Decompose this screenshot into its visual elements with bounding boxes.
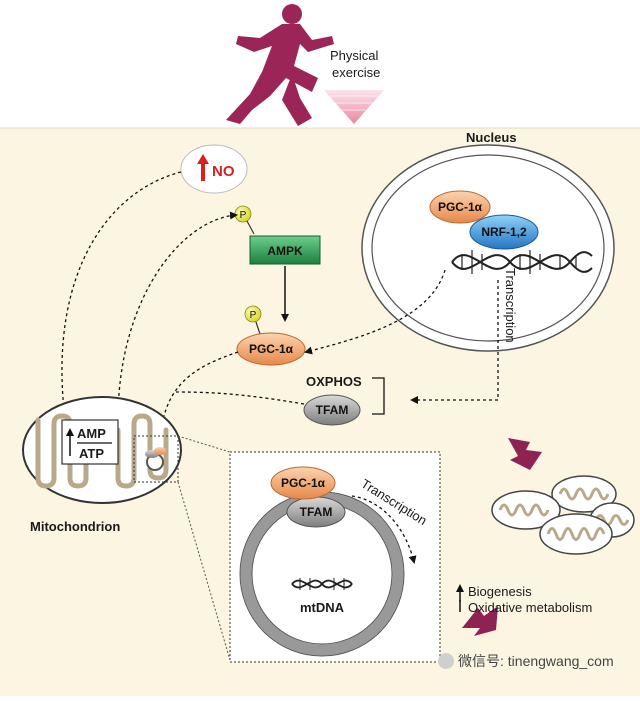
mitochondrion-label: Mitochondrion [30,519,120,534]
runner-icon [226,4,334,126]
signaling-pathways [59,171,499,427]
nucleus-label: Nucleus [466,130,517,145]
accent-arrow-top [508,438,542,470]
pgc1a-cytoplasm-label: PGC-1α [249,342,294,356]
watermark-text: 微信号: tinengwang_com [458,653,614,669]
physical-exercise-label-1: Physical [330,48,379,63]
pgc1a-phosphate-label: P [250,310,257,321]
pgc1a-nucleus-molecule [429,190,491,224]
amp-label: AMP [77,426,106,441]
down-chevron-icon [324,90,384,124]
nucleus-inner-membrane [371,154,605,342]
no-label: NO [212,163,235,180]
ampk-phosphate-label: P [240,210,247,221]
nucleus-transcription-label: Transcription [503,268,518,343]
tfam-molecule [303,394,361,426]
accent-arrow-bottom [462,606,498,636]
pgc1a-nucleus-label: PGC-1α [438,200,483,214]
ampk-label: AMPK [267,244,303,258]
tfam-label: TFAM [316,403,349,417]
oxidative-metabolism-label: Oxidative metabolism [468,600,592,615]
up-arrow-icon [197,154,209,181]
amp-atp-box [61,419,119,465]
target-bracket [372,377,385,415]
ampk-box [249,235,321,265]
pgc1a-inset-molecule [270,466,336,500]
no-badge [180,144,248,194]
dna-helix-icon [291,578,353,590]
nrf-molecule [469,214,539,250]
oxphos-label: OXPHOS [306,374,362,389]
mtdna-label: mtDNA [300,600,345,615]
pgc1a-inset-label: PGC-1α [281,476,326,490]
zoom-region [133,435,179,483]
dna-helix-icon [451,250,593,274]
biogenesis-label: Biogenesis [468,584,532,599]
atp-label: ATP [79,446,104,461]
wechat-icon [438,653,454,669]
physical-exercise-label-2: exercise [332,65,380,80]
nrf-label: NRF-1,2 [481,225,527,239]
pgc1a-phosphate-ball [244,305,262,323]
mitochondria-cluster-icon [491,475,635,555]
tfam-inset-label: TFAM [300,505,333,519]
